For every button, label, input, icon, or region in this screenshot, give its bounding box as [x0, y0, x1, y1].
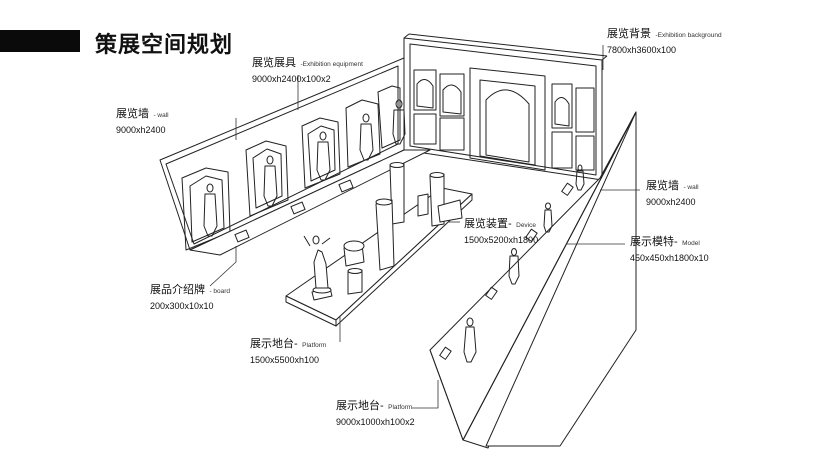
label-model: 展示模特- Model 450x450xh1800x10: [630, 232, 709, 263]
label-platform-center: 展示地台- Platform 1500x5500xh100: [250, 334, 326, 365]
label-wall-right: 展览墙 - wall 9000xh2400: [646, 176, 699, 207]
label-wall-left-en: - wall: [153, 112, 169, 119]
label-platform-right: 展示地台- Platform 9000x1000xh100x2: [336, 396, 415, 427]
label-platform-right-dim: 9000x1000xh100x2: [336, 417, 415, 427]
label-wall-left: 展览墙 - wall 9000xh2400: [116, 104, 169, 135]
label-background-cn: 展览背景: [607, 28, 651, 40]
label-model-dim: 450x450xh1800x10: [630, 253, 709, 263]
label-wall-left-cn: 展览墙: [116, 108, 149, 120]
left-boards: [234, 179, 354, 243]
label-device-cn: 展览装置-: [464, 218, 512, 230]
label-equipment-cn: 展览展具: [252, 57, 296, 69]
right-wall: [429, 111, 637, 449]
label-board: 展品介绍牌 - board 200x300x10x10: [150, 280, 230, 311]
label-platform-right-en: Platform: [388, 404, 413, 411]
label-device: 展览装置- Device 1500x5200xh1800: [464, 214, 538, 245]
left-wall: [159, 57, 431, 256]
right-boards: [439, 182, 574, 360]
statue: [303, 235, 333, 301]
mannequins: [203, 99, 406, 237]
label-wall-right-cn: 展览墙: [646, 180, 679, 192]
label-platform-right-cn: 展示地台-: [336, 400, 384, 412]
label-device-dim: 1500x5200xh1800: [464, 235, 539, 245]
label-background: 展览背景 -Exhibition background 7800xh3600x1…: [607, 24, 722, 55]
right-mannequins: [463, 164, 585, 363]
label-background-dim: 7800xh3600x100: [607, 45, 677, 55]
label-platform-center-dim: 1500x5500xh100: [250, 355, 320, 365]
label-board-cn: 展品介绍牌: [150, 284, 205, 296]
label-wall-right-en: - wall: [683, 184, 699, 191]
leader-lines: [209, 45, 640, 409]
label-platform-center-en: Platform: [302, 342, 327, 349]
title-bar: [0, 30, 80, 52]
label-board-dim: 200x300x10x10: [150, 301, 214, 311]
label-background-en: -Exhibition background: [655, 32, 722, 39]
page-title: 策展空间规划: [95, 32, 234, 57]
label-wall-left-dim: 9000xh2400: [116, 125, 166, 135]
left-wall-niches: [181, 85, 401, 251]
label-equipment: 展览展具 -Exhibition equipment 9000xh2400x10…: [252, 53, 363, 84]
label-model-en: Model: [682, 240, 700, 247]
label-model-cn: 展示模特-: [630, 236, 678, 248]
center-devices: [343, 162, 463, 295]
background-wall: [403, 33, 608, 181]
label-device-en: Device: [516, 222, 536, 229]
label-wall-right-dim: 9000xh2400: [646, 197, 696, 207]
label-equipment-en: -Exhibition equipment: [300, 61, 363, 68]
label-platform-center-cn: 展示地台-: [250, 338, 298, 350]
label-board-en: - board: [209, 288, 231, 295]
label-equipment-dim: 9000xh2400x100x2: [252, 74, 331, 84]
